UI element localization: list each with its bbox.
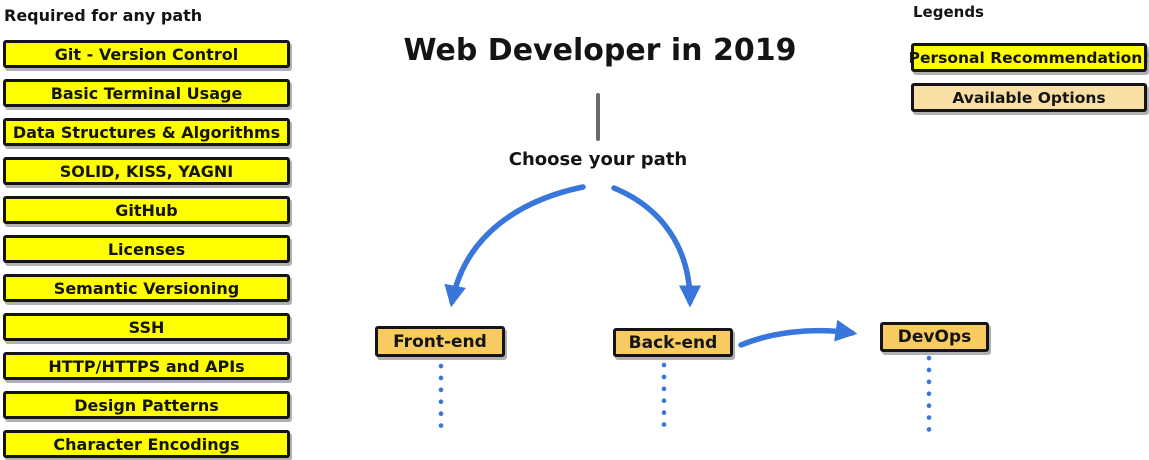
required-item: Design Patterns bbox=[3, 391, 290, 419]
legend-list: Personal Recommendation! Available Option… bbox=[909, 43, 1149, 112]
arrow-to-back-end bbox=[611, 185, 701, 308]
required-item: Character Encodings bbox=[3, 430, 290, 458]
required-item: Semantic Versioning bbox=[3, 274, 290, 302]
stem-line bbox=[596, 93, 600, 141]
choose-your-path-label: Choose your path bbox=[508, 149, 688, 170]
required-item: Licenses bbox=[3, 235, 290, 263]
legend-item: Available Options bbox=[911, 83, 1147, 112]
page-title: Web Developer in 2019 bbox=[403, 33, 797, 68]
path-node-devops: DevOps bbox=[880, 322, 989, 352]
required-item: Git - Version Control bbox=[3, 40, 290, 68]
required-section-title: Required for any path bbox=[4, 6, 203, 25]
required-item: SSH bbox=[3, 313, 290, 341]
path-node-back-end: Back-end bbox=[613, 328, 733, 357]
legends-title: Legends bbox=[913, 3, 984, 21]
required-item: Data Structures & Algorithms bbox=[3, 118, 290, 146]
path-node-front-end: Front-end bbox=[375, 326, 505, 357]
required-item: GitHub bbox=[3, 196, 290, 224]
arrow-to-front-end bbox=[444, 184, 586, 308]
legend-item: Personal Recommendation! bbox=[909, 43, 1149, 72]
arrow-back-end-to-devops bbox=[738, 319, 858, 348]
required-item: HTTP/HTTPS and APIs bbox=[3, 352, 290, 380]
required-item: Basic Terminal Usage bbox=[3, 79, 290, 107]
required-item: SOLID, KISS, YAGNI bbox=[3, 157, 290, 185]
